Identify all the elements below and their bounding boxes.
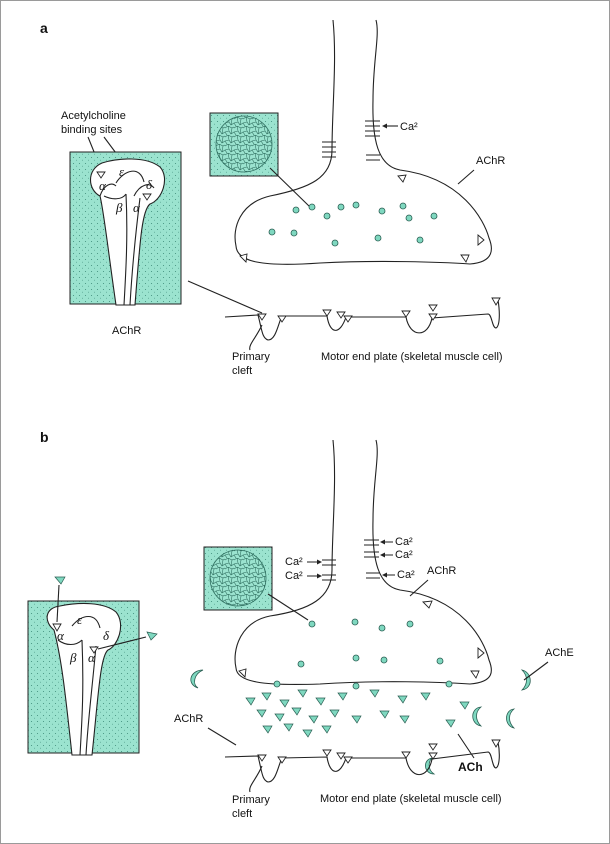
ach-molecule-incoming-2 — [146, 631, 158, 641]
calcium-label-a: Ca² — [400, 121, 418, 133]
panel-b-letter: b — [40, 429, 49, 445]
motor-end-plate-label-a: Motor end plate (skeletal muscle cell) — [321, 351, 503, 363]
achr-box-caption: AChR — [112, 325, 141, 337]
achr-protein-b — [46, 602, 122, 756]
terminal-achr-label-b: AChR — [427, 565, 456, 577]
binding-site-left — [96, 171, 106, 179]
ach-binding-arrow-2 — [97, 636, 147, 650]
calcium-arrows-b — [307, 539, 395, 579]
achr-pointer-line-a — [187, 280, 263, 314]
motor-end-plate-membrane-a — [224, 299, 500, 341]
primary-cleft-line1-b: Primary — [232, 794, 270, 806]
calcium-channels-right-a — [365, 120, 380, 161]
calcium-label-b-4: Ca² — [395, 549, 413, 561]
binding-site-right-b — [89, 646, 99, 654]
cleft-achr-label: AChR — [174, 713, 203, 725]
subunit-alpha-left-b: α — [57, 628, 65, 643]
vesicle-mesh-a — [215, 115, 273, 173]
end-plate-receptors-b — [257, 739, 501, 764]
cleft-pointer-b — [249, 765, 263, 793]
calcium-label-b-5: Ca² — [397, 569, 415, 581]
primary-cleft-line1-a: Primary — [232, 351, 270, 363]
subunit-delta-a: δ — [146, 177, 153, 192]
ach-molecule-incoming-1 — [54, 576, 66, 585]
ach-binding-arrow-1 — [56, 584, 60, 623]
calcium-channels-left-a — [322, 141, 336, 158]
terminal-achr-pointer-b — [409, 579, 429, 597]
subunit-delta-b: δ — [103, 628, 110, 643]
calcium-label-b-2: Ca² — [285, 570, 303, 582]
panel-b: b α ε δ β α Ca² Ca² Ca² Ca² — [27, 429, 574, 820]
subunit-beta-b: β — [69, 650, 77, 665]
ache-label: AChE — [545, 647, 574, 659]
subunit-epsilon-a: ε — [119, 164, 125, 179]
calcium-channels-right-b — [364, 539, 380, 579]
zoom-pointer-a — [269, 167, 311, 208]
synaptic-vesicles-b — [273, 618, 453, 690]
calcium-arrowhead-a — [382, 123, 387, 129]
binding-site-right — [142, 193, 152, 201]
ach-molecules-cleft — [245, 689, 470, 738]
cleft-pointer-a — [249, 324, 263, 351]
end-plate-receptors-a — [257, 297, 501, 323]
ach-label: ACh — [458, 760, 483, 774]
nerve-terminal-a — [234, 19, 492, 265]
terminal-receptors-a — [239, 174, 485, 263]
subunit-epsilon-b: ε — [77, 612, 83, 627]
calcium-label-b-3: Ca² — [395, 536, 413, 548]
subunit-alpha-left-a: α — [99, 178, 107, 193]
calcium-channels-left-b — [322, 559, 336, 581]
panel-a-letter: a — [40, 20, 48, 36]
panel-a: a Acetylcholine binding sites α ε δ β α … — [40, 19, 505, 377]
binding-sites-label-line1: Acetylcholine — [61, 110, 126, 122]
terminal-achr-pointer-a — [457, 169, 475, 185]
cleft-achr-pointer — [207, 727, 237, 746]
motor-end-plate-label-b: Motor end plate (skeletal muscle cell) — [320, 793, 502, 805]
binding-sites-label-line2: binding sites — [61, 124, 123, 136]
vesicle-mesh-b — [209, 549, 267, 607]
subunit-alpha-right-b: α — [88, 650, 96, 665]
primary-cleft-line2-b: cleft — [232, 808, 252, 820]
subunit-beta-a: β — [115, 200, 123, 215]
binding-site-left-b — [52, 623, 62, 632]
terminal-achr-label-a: AChR — [476, 155, 505, 167]
nerve-terminal-b — [234, 439, 492, 685]
terminal-receptors-b — [238, 600, 485, 679]
primary-cleft-line2-a: cleft — [232, 365, 252, 377]
calcium-label-b-1: Ca² — [285, 556, 303, 568]
subunit-alpha-right-a: α — [133, 200, 141, 215]
synaptic-vesicles-a — [268, 201, 438, 247]
ache-pointer — [523, 661, 549, 681]
zoom-pointer-b — [267, 593, 309, 621]
